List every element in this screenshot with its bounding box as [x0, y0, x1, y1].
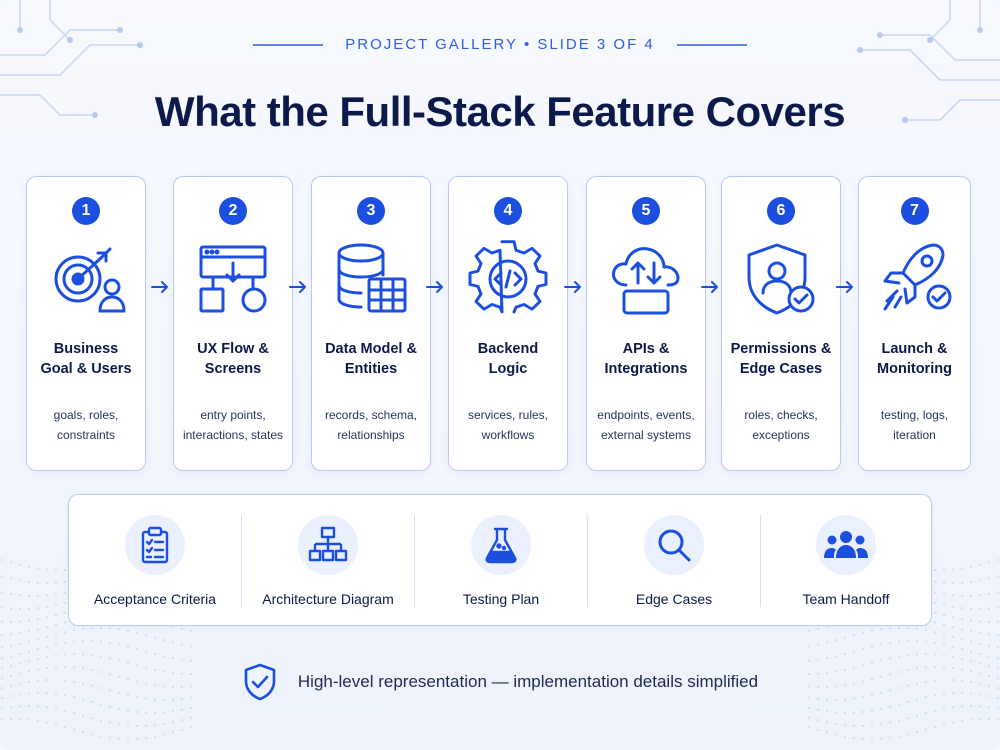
shield-user-icon — [747, 243, 815, 315]
step-number-badge: 6 — [767, 197, 795, 225]
deliverable-testing-plan: Testing Plan — [415, 495, 587, 627]
icon-circle — [816, 515, 876, 575]
header-rule-left — [253, 43, 324, 46]
step-card-5: 5 APIs &Integrations endpoints, events,e… — [586, 176, 706, 471]
arrow-right-icon — [151, 281, 168, 293]
database-table-icon — [337, 243, 407, 313]
step-label: Launch &Monitoring — [877, 341, 952, 377]
divider — [760, 515, 761, 607]
step-details: services, rules,workflows — [467, 408, 549, 442]
step-label: Permissions &Edge Cases — [730, 341, 832, 377]
deliverable-label: Testing Plan — [462, 591, 540, 607]
rocket-check-icon — [883, 243, 951, 311]
deliverable-label: Acceptance Criteria — [93, 591, 217, 607]
footer-text: High-level representation — implementati… — [297, 672, 759, 691]
step-details: goals, roles,constraints — [53, 408, 119, 442]
step-details: endpoints, events,external systems — [597, 408, 695, 442]
arrow-right-icon — [289, 281, 306, 293]
step-number-badge: 5 — [632, 197, 660, 225]
target-user-icon — [54, 247, 126, 313]
header-rule-right — [676, 43, 747, 46]
step-number-badge: 3 — [357, 197, 385, 225]
step-number-badge: 4 — [494, 197, 522, 225]
magnifier-icon — [658, 529, 691, 562]
step-label: Data Model &Entities — [325, 341, 417, 377]
flask-icon — [485, 527, 517, 564]
step-number-badge: 1 — [72, 197, 100, 225]
step-details: roles, checks,exceptions — [744, 408, 818, 442]
slide-kicker: PROJECT GALLERY • SLIDE 3 OF 4 — [345, 36, 655, 53]
step-card-6: 6 Permissions &Edge Cases roles, checks,… — [721, 176, 841, 471]
step-card-7: 7 Launch &Monitoring testing, logs,itera… — [858, 176, 971, 471]
hierarchy-icon — [308, 526, 348, 562]
gear-code-icon — [468, 240, 548, 314]
deliverables-panel: Acceptance Criteria Architecture Diagram — [68, 494, 932, 626]
icon-circle — [471, 515, 531, 575]
step-details: entry points,interactions, states — [182, 408, 284, 442]
arrow-right-icon — [701, 281, 718, 293]
step-label: APIs &Integrations — [604, 341, 688, 377]
clipboard-checklist-icon — [141, 526, 169, 564]
deliverable-label: Team Handoff — [802, 591, 890, 607]
step-label: UX Flow &Screens — [197, 341, 269, 377]
page-title: What the Full-Stack Feature Covers — [154, 88, 846, 135]
deliverable-team-handoff: Team Handoff — [761, 495, 931, 627]
step-details: testing, logs,iteration — [880, 408, 949, 442]
step-number-badge: 2 — [219, 197, 247, 225]
team-icon — [824, 531, 868, 558]
icon-circle — [125, 515, 185, 575]
deliverable-edge-cases: Edge Cases — [588, 495, 760, 627]
arrow-right-icon — [836, 281, 853, 293]
header: PROJECT GALLERY • SLIDE 3 OF 4 — [0, 36, 1000, 53]
divider — [587, 515, 588, 607]
step-details: records, schema,relationships — [324, 408, 418, 442]
deliverable-label: Architecture Diagram — [262, 591, 394, 607]
cloud-api-icon — [612, 247, 680, 315]
arrow-right-icon — [564, 281, 581, 293]
icon-circle — [298, 515, 358, 575]
deliverable-label: Edge Cases — [635, 591, 713, 607]
shield-check-icon — [244, 663, 276, 701]
icon-circle — [644, 515, 704, 575]
footer-note: High-level representation — implementati… — [0, 662, 1000, 702]
divider — [241, 515, 242, 607]
step-card-2: 2 UX Flow &Screens entry points,interact… — [173, 176, 293, 471]
step-card-3: 3 Data Model &Entities records, schema,r… — [311, 176, 431, 471]
flow-screen-icon — [199, 245, 267, 313]
divider — [414, 515, 415, 607]
deliverable-architecture-diagram: Architecture Diagram — [242, 495, 414, 627]
deliverable-acceptance-criteria: Acceptance Criteria — [69, 495, 241, 627]
arrow-right-icon — [426, 281, 443, 293]
step-number-badge: 7 — [900, 197, 929, 225]
